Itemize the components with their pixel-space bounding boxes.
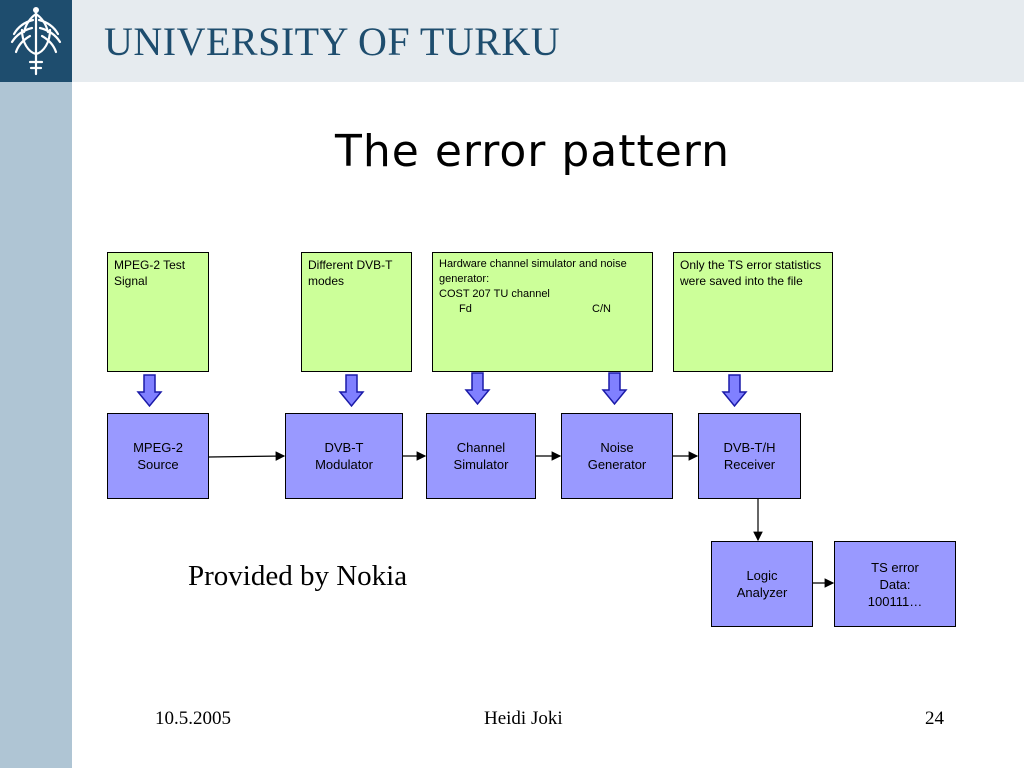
note-hardware-cn: C/N — [592, 303, 611, 315]
note-different-dvbt-modes: Different DVB-T modes — [301, 252, 412, 372]
provided-by-text: Provided by Nokia — [188, 560, 408, 592]
left-sidebar-band — [0, 0, 72, 768]
note-mpeg2-test-signal: MPEG-2 Test Signal — [107, 252, 209, 372]
note-hardware-line2: COST 207 TU channel — [439, 288, 550, 300]
block-channel-simulator: Channel Simulator — [426, 413, 536, 499]
arrow-source-to-modulator — [208, 451, 286, 461]
down-arrow-noise — [601, 372, 628, 406]
footer-date: 10.5.2005 — [155, 708, 231, 729]
footer-author: Heidi Joki — [484, 708, 563, 729]
note-hardware-fd: Fd — [459, 303, 472, 315]
down-arrow-dvbt — [338, 374, 365, 408]
header-band — [72, 0, 1024, 82]
down-arrow-channel — [464, 372, 491, 406]
footer-page-number: 24 — [925, 708, 944, 729]
block-logic-analyzer: Logic Analyzer — [711, 541, 813, 627]
university-name: UNIVERSITY OF TURKU — [104, 19, 561, 64]
note-hardware-line1: Hardware channel simulator and noise gen… — [439, 258, 627, 285]
university-torch-emblem-icon — [10, 7, 62, 76]
note-ts-error-statistics: Only the TS error statistics were saved … — [673, 252, 833, 372]
block-dvbth-receiver: DVB-T/H Receiver — [698, 413, 801, 499]
logo-box — [0, 0, 72, 82]
down-arrow-receiver — [721, 374, 748, 408]
note-hardware-params: Fd C/N — [439, 302, 646, 317]
block-ts-error-data: TS error Data: 100111… — [834, 541, 956, 627]
block-dvbt-modulator: DVB-T Modulator — [285, 413, 403, 499]
down-arrow-mpeg — [136, 374, 163, 408]
slide-title: The error pattern — [335, 126, 730, 177]
note-hardware-channel-simulator: Hardware channel simulator and noise gen… — [432, 252, 653, 372]
block-noise-generator: Noise Generator — [561, 413, 673, 499]
block-mpeg2-source: MPEG-2 Source — [107, 413, 209, 499]
